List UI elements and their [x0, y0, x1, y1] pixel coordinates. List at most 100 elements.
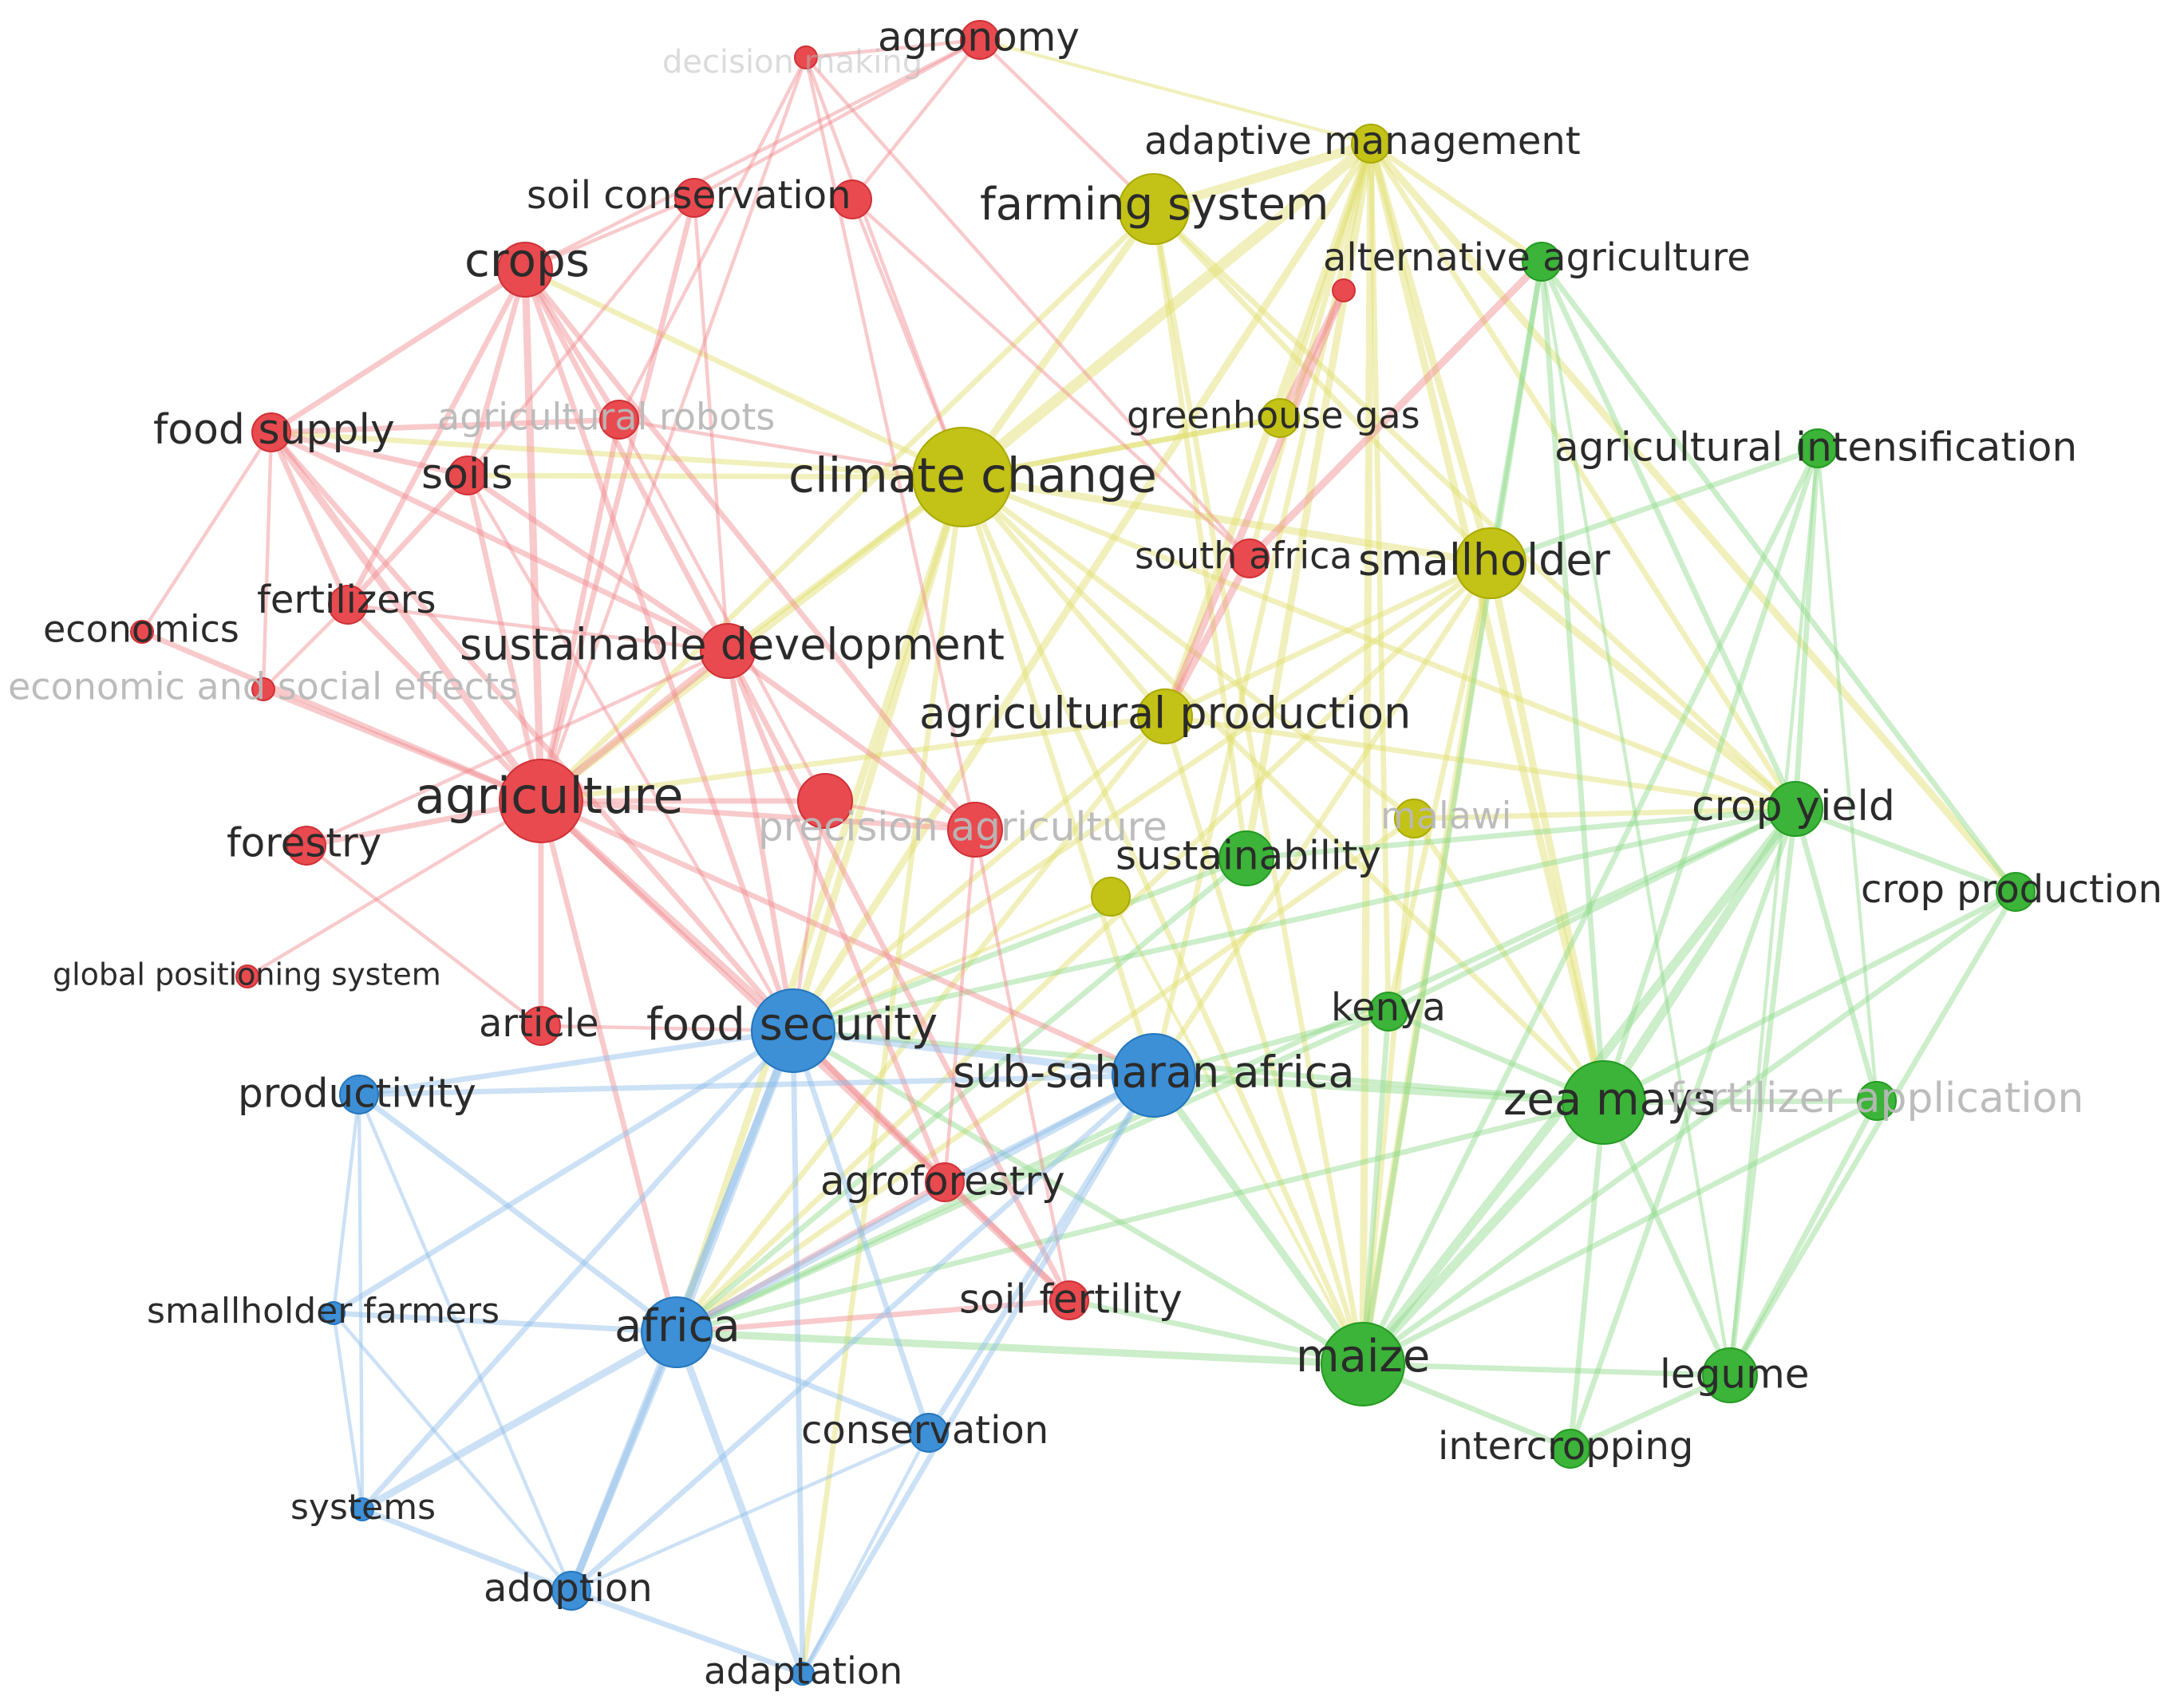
- node-legume[interactable]: [1702, 1347, 1758, 1403]
- edge-alternative_agriculture-smallholder: [1487, 258, 1545, 566]
- node-red_small[interactable]: [1332, 278, 1356, 302]
- label-sustainable_development: sustainable development: [460, 620, 1005, 670]
- node-greenhouse_gas[interactable]: [1260, 398, 1300, 438]
- node-agricultural_production[interactable]: [1137, 688, 1193, 744]
- node-smallholder[interactable]: [1455, 527, 1526, 599]
- node-climate_change[interactable]: [912, 427, 1013, 527]
- edge-sub_saharan_africa-conservation: [926, 1072, 1157, 1436]
- node-adoption[interactable]: [551, 1571, 591, 1611]
- node-agricultural_intensification[interactable]: [1798, 428, 1838, 468]
- node-intercropping[interactable]: [1550, 1429, 1590, 1469]
- node-economic_and_social_effects[interactable]: [251, 677, 275, 701]
- node-soil_conservation[interactable]: [674, 178, 714, 218]
- edge-agricultural_intensification-legume: [1728, 446, 1820, 1378]
- node-conservation[interactable]: [909, 1413, 949, 1453]
- label-economics: economics: [43, 608, 239, 651]
- edge-africa-adaptation: [673, 1328, 807, 1678]
- edge-sustainable_development-soil_fertility: [725, 648, 1072, 1304]
- edge-climate_change-crops: [522, 266, 966, 480]
- node-malawi[interactable]: [1394, 799, 1434, 838]
- edge-crop_yield-fertilizer_application: [1792, 806, 1880, 1104]
- edge-sub_saharan_africa-productivity: [356, 1072, 1157, 1098]
- node-crop_yield[interactable]: [1767, 781, 1823, 837]
- node-precision_agriculture2[interactable]: [947, 802, 1003, 858]
- node-soil_fertility[interactable]: [1049, 1280, 1089, 1320]
- node-maize[interactable]: [1321, 1322, 1405, 1406]
- node-economics[interactable]: [130, 620, 154, 644]
- node-sustainable_development[interactable]: [700, 623, 756, 679]
- edge-sustainable_development-agroforestry: [725, 648, 948, 1185]
- node-forestry[interactable]: [286, 826, 326, 866]
- node-sub_saharan_africa[interactable]: [1112, 1033, 1196, 1118]
- edge-decision_making-climate_change: [804, 55, 965, 479]
- node-agricultural_robots[interactable]: [599, 400, 639, 440]
- label-article: article: [479, 1001, 599, 1046]
- node-fertilizers[interactable]: [328, 585, 368, 625]
- node-global_positioning_system[interactable]: [235, 964, 259, 988]
- node-soils[interactable]: [448, 456, 488, 495]
- edge-agricultural_robots-climate_change: [617, 417, 965, 479]
- node-crops[interactable]: [497, 242, 553, 298]
- edge-zea_mays-legume: [1601, 1099, 1733, 1379]
- node-agronomy[interactable]: [960, 20, 1000, 60]
- edge-agriculture-economics: [139, 629, 544, 804]
- edge-soils-food_security: [465, 473, 796, 1033]
- node-precision_agriculture[interactable]: [797, 773, 853, 829]
- node-crop_production[interactable]: [1996, 872, 2036, 912]
- node-farming_system[interactable]: [1118, 173, 1190, 245]
- node-kenya[interactable]: [1368, 992, 1408, 1032]
- node-article[interactable]: [521, 1006, 561, 1046]
- edge-sustainable_development-precision_agriculture2: [725, 648, 978, 833]
- node-sustainability[interactable]: [1218, 830, 1274, 886]
- node-alternative_agriculture[interactable]: [1522, 242, 1562, 282]
- edge-food_supply-sustainable_development: [268, 429, 731, 654]
- label-sub_saharan_africa: sub-saharan africa: [953, 1047, 1354, 1098]
- node-adaptation[interactable]: [791, 1662, 815, 1686]
- node-yellow_small[interactable]: [1091, 877, 1131, 917]
- label-agronomy: agronomy: [878, 14, 1080, 61]
- label-sustainability: sustainability: [1116, 833, 1381, 879]
- edge-food_supply-economic_and_social_effects: [261, 430, 274, 692]
- edge-smallholder-food_security: [790, 560, 1494, 1034]
- label-soil_conservation: soil conservation: [527, 173, 851, 218]
- edge-sustainability-africa: [673, 855, 1250, 1335]
- node-south_africa[interactable]: [1230, 538, 1270, 578]
- edge-agronomy-farming_system: [977, 37, 1156, 211]
- edge-malawi-maize: [1360, 815, 1417, 1367]
- edge-sustainability-food_security: [790, 855, 1250, 1034]
- edge-sub_saharan_africa-adoption: [568, 1072, 1157, 1594]
- edge-crops-sustainable_development: [522, 266, 731, 654]
- edge-crop_yield-sustainability: [1243, 806, 1799, 862]
- node-africa[interactable]: [641, 1296, 713, 1368]
- label-crop_production: crop production: [1861, 867, 2162, 912]
- node-food_security[interactable]: [751, 988, 835, 1073]
- node-productivity[interactable]: [339, 1075, 379, 1114]
- edge-adaptive_management-agronomy: [977, 37, 1373, 146]
- edge-productivity-systems: [357, 1092, 365, 1512]
- node-agriculture[interactable]: [499, 759, 583, 843]
- node-smallholder_farmers[interactable]: [322, 1301, 346, 1325]
- edge-crops-precision_agriculture2: [522, 266, 978, 833]
- edge-climate_change-agricultural_production: [959, 474, 1168, 720]
- edge-agriculture-decision_making: [539, 55, 808, 803]
- edge-yellow_small-food_security: [791, 894, 1113, 1033]
- edge-agricultural_production-food_security: [790, 713, 1168, 1034]
- edge-agricultural_intensification-zea_mays: [1601, 445, 1821, 1106]
- label-productivity: productivity: [238, 1071, 476, 1117]
- node-fertilizer_application[interactable]: [1857, 1081, 1897, 1121]
- node-soil_conservation2[interactable]: [832, 179, 872, 219]
- label-systems: systems: [290, 1487, 436, 1528]
- node-agroforestry[interactable]: [925, 1162, 965, 1202]
- node-adaptive_management[interactable]: [1351, 124, 1391, 164]
- label-agroforestry: agroforestry: [820, 1158, 1065, 1205]
- edge-crop_yield-kenya: [1385, 806, 1799, 1015]
- node-decision_making[interactable]: [794, 45, 818, 69]
- edge-zea_mays-sub_saharan_africa: [1150, 1071, 1608, 1106]
- node-systems[interactable]: [350, 1497, 374, 1521]
- edge-farming_system-climate_change: [958, 205, 1158, 481]
- node-zea_mays[interactable]: [1562, 1060, 1646, 1145]
- node-food_supply[interactable]: [251, 412, 291, 452]
- label-greenhouse_gas: greenhouse gas: [1127, 394, 1420, 437]
- edge-malawi-zea_mays: [1411, 815, 1607, 1106]
- edge-africa-adoption: [567, 1328, 681, 1595]
